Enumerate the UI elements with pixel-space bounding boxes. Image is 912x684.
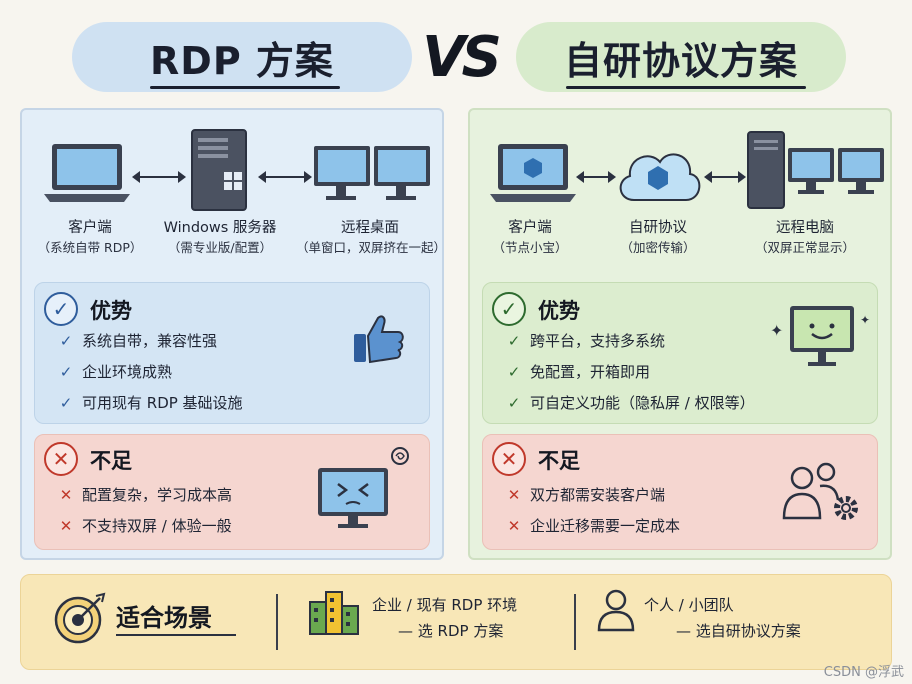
enterprise-choice: — 选 RDP 方案 xyxy=(398,622,504,640)
check-circle-icon: ✓ xyxy=(44,292,78,326)
x-circle-icon: ✕ xyxy=(44,442,78,476)
device-sub: （需专业版/配置） xyxy=(167,240,273,255)
left-device-2: Windows 服务器 （需专业版/配置） xyxy=(150,216,290,256)
dual-monitor-icon xyxy=(314,146,430,200)
target-icon xyxy=(54,592,106,644)
personal-scenario: 个人 / 小团队 xyxy=(644,596,734,614)
right-title-underline xyxy=(566,86,806,89)
svg-text:✦: ✦ xyxy=(860,313,870,327)
list-item: ✓企业环境成熟 xyxy=(56,361,172,382)
left-device-3: 远程桌面 （单窗口，双屏挤在一起） xyxy=(296,216,447,256)
device-label: 远程桌面 xyxy=(341,220,399,236)
custom-pros-title: 优势 xyxy=(538,299,580,323)
x-icon: ✕ xyxy=(59,485,73,504)
list-item: ✕不支持双屏 / 体验一般 xyxy=(56,515,232,536)
cloud-icon xyxy=(619,153,701,201)
laptop-icon xyxy=(490,144,576,202)
users-gear-icon xyxy=(782,462,858,520)
custom-cons-title: 不足 xyxy=(538,449,580,473)
svg-text:✦: ✦ xyxy=(770,321,783,340)
device-label: 远程电脑 xyxy=(776,220,834,236)
right-arrow-2 xyxy=(704,171,746,183)
left-title: RDP 方案 xyxy=(150,38,334,83)
check-circle-icon: ✓ xyxy=(492,292,526,326)
device-label: 客户端 xyxy=(508,220,552,236)
list-item: ✓跨平台，支持多系统 xyxy=(504,330,665,351)
scenario-bar xyxy=(20,574,892,670)
left-title-underline xyxy=(150,86,340,89)
list-item: ✕企业迁移需要一定成本 xyxy=(504,515,680,536)
right-device-3: 远程电脑 （双屏正常显示） xyxy=(730,216,880,256)
building-icon xyxy=(309,591,359,635)
x-icon: ✕ xyxy=(59,516,73,535)
server-icon xyxy=(191,129,247,211)
check-icon: ✓ xyxy=(59,331,73,350)
happy-monitor-icon: ✦ ✦ xyxy=(770,306,870,366)
device-label: Windows 服务器 xyxy=(163,220,277,236)
left-arrow-1 xyxy=(132,171,186,183)
pc-dual-monitor-icon xyxy=(747,131,884,209)
device-label: 客户端 xyxy=(68,220,112,236)
check-icon: ✓ xyxy=(59,362,73,381)
right-title: 自研协议方案 xyxy=(563,38,798,83)
device-sub: （加密传输） xyxy=(620,240,696,255)
custom-pros-box xyxy=(482,282,878,424)
custom-cons-box xyxy=(482,434,878,550)
thumbs-up-icon xyxy=(354,315,404,364)
personal-choice: — 选自研协议方案 xyxy=(676,622,801,640)
x-icon: ✕ xyxy=(507,485,521,504)
right-arrow-1 xyxy=(576,171,616,183)
left-device-1: 客户端 （系统自带 RDP） xyxy=(20,216,160,256)
confused-monitor-icon xyxy=(318,447,409,528)
watermark: CSDN @浮武 xyxy=(823,665,904,680)
check-icon: ✓ xyxy=(59,393,73,412)
check-icon: ✓ xyxy=(507,362,521,381)
device-sub: （系统自带 RDP） xyxy=(37,240,143,255)
rdp-pros-title: 优势 xyxy=(90,299,132,323)
right-title-banner: 自研协议方案 xyxy=(516,22,846,92)
left-arrow-2 xyxy=(258,171,312,183)
vs-label: VS xyxy=(422,24,502,90)
enterprise-scenario: 企业 / 现有 RDP 环境 xyxy=(372,596,518,614)
check-icon: ✓ xyxy=(507,331,521,350)
list-item: ✓免配置，开箱即用 xyxy=(504,361,650,382)
x-icon: ✕ xyxy=(507,516,521,535)
right-device-1: 客户端 （节点小宝） xyxy=(470,216,590,256)
rdp-cons-title: 不足 xyxy=(90,449,132,473)
list-item: ✓系统自带，兼容性强 xyxy=(56,330,217,351)
person-icon xyxy=(597,589,635,632)
list-item: ✓可用现有 RDP 基础设施 xyxy=(56,392,243,413)
device-sub: （双屏正常显示） xyxy=(754,240,855,255)
device-label: 自研协议 xyxy=(629,220,687,236)
laptop-icon xyxy=(44,144,130,202)
list-item: ✕双方都需安装客户端 xyxy=(504,484,665,505)
scenario-divider xyxy=(276,594,278,650)
left-title-banner: RDP 方案 xyxy=(72,22,412,92)
list-item: ✕配置复杂，学习成本高 xyxy=(56,484,232,505)
check-icon: ✓ xyxy=(507,393,521,412)
right-device-2: 自研协议 （加密传输） xyxy=(598,216,718,256)
scenario-divider xyxy=(574,594,576,650)
device-sub: （单窗口，双屏挤在一起） xyxy=(296,240,447,255)
x-circle-icon: ✕ xyxy=(492,442,526,476)
scenario-title: 适合场景 xyxy=(116,604,212,632)
scenario-title-underline xyxy=(116,634,236,636)
list-item: ✓可自定义功能（隐私屏 / 权限等） xyxy=(504,392,755,413)
device-sub: （节点小宝） xyxy=(492,240,568,255)
